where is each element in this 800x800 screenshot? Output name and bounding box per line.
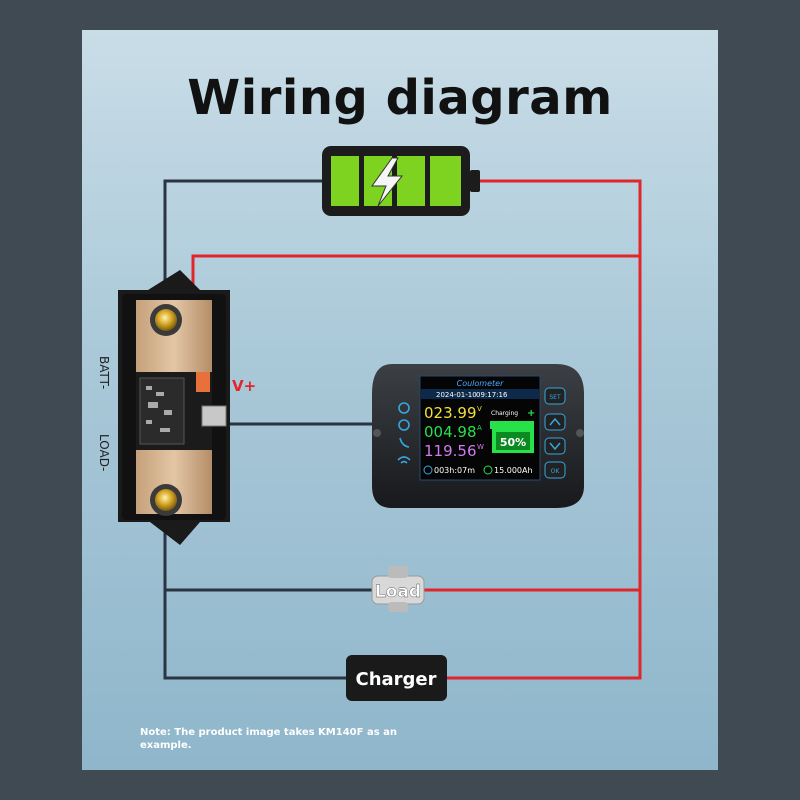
chevron-up-icon [549,417,561,426]
meter-down-button[interactable] [544,437,566,455]
meter-ok-button[interactable]: OK [544,461,566,479]
charging-plus-icon: + [527,408,535,419]
vplus-label: V+ [232,377,256,395]
meter-voltage: 023.99 [424,404,477,422]
meter-brand: Coulometer [457,379,504,388]
load-terminal-bolt [150,484,182,516]
meter-power-unit: W [477,443,484,451]
meter-time: 09:17:16 [476,391,508,399]
charger-component [346,655,447,701]
meter-date: 2024-01-10 [436,391,477,399]
shunt-rj-port [201,405,227,427]
meter-current: 004.98 [424,423,477,441]
footnote: Note: The product image takes KM140F as … [140,727,397,751]
meter-capacity: 15.000Ah [494,466,533,475]
chevron-down-icon [549,442,561,451]
lightning-icon [371,157,404,207]
page-title: Wiring diagram [187,70,613,126]
batt-label: BATT- [97,356,111,389]
shunt-terminal-block [196,372,210,392]
meter-current-unit: A [477,424,482,432]
svg-text:OK: OK [551,468,561,475]
load-label: Load [375,582,421,602]
load-minus-label: LOAD- [97,434,111,471]
meter-percent: 50% [500,436,526,449]
load-component [371,566,425,612]
alarm-icon [398,402,410,414]
meter-battery-icon [490,421,534,453]
capacity-icon [483,465,493,475]
meter-runtime: 003h:07m [434,466,475,475]
meter-voltage-unit: V [477,405,482,413]
battery-icon [322,146,480,216]
meter-up-button[interactable] [544,413,566,431]
coulometer-device: Coulometer 2024-01-10 09:17:16 023.99 V … [372,364,584,508]
charger-negative-wire [163,590,346,680]
runtime-clock-icon [423,465,433,475]
meter-set-button[interactable]: SET [544,387,566,405]
shunt [118,270,230,545]
battery-positive-wire [447,179,642,680]
phone-icon [399,437,410,448]
svg-text:SET: SET [549,394,561,401]
meter-status: Charging [491,410,518,417]
charger-label: Charger [355,669,436,690]
battery-terminal-bolt [150,304,182,336]
wifi-icon [397,456,411,464]
timer-icon [398,419,410,431]
meter-power: 119.56 [424,442,477,460]
